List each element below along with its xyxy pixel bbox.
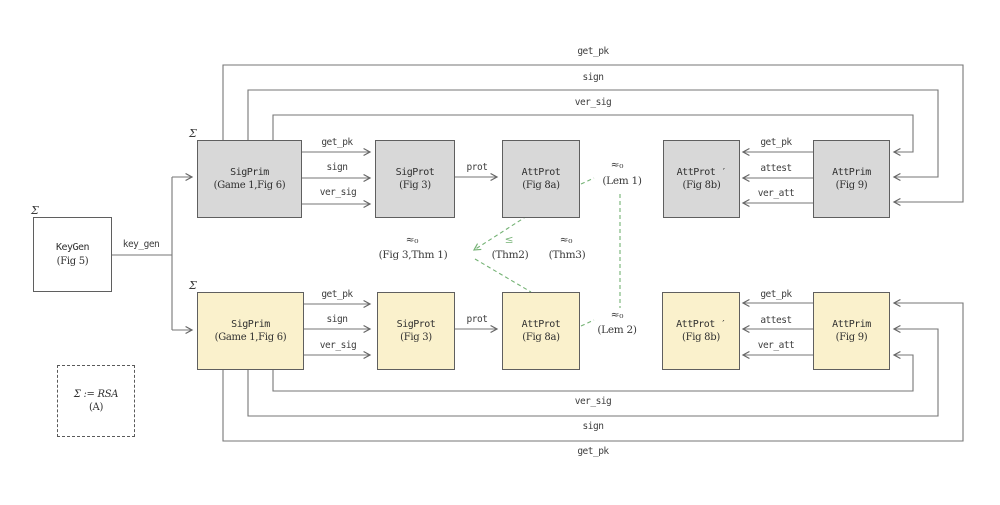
bottom-att-get-pk: get_pk	[760, 289, 792, 300]
box-bottom-attprot-prime: AttProt ′ (Fig 8b)	[662, 292, 740, 370]
box-subtitle: (Fig 8a)	[522, 332, 560, 343]
box-top-attprim: AttPrim (Fig 9)	[813, 140, 890, 218]
thm2-leq-symbol: ≤	[504, 234, 514, 246]
box-title: AttProt ′	[676, 166, 727, 178]
box-top-sigprot: SigProt (Fig 3)	[375, 140, 455, 218]
box-title: AttPrim	[832, 318, 871, 330]
sigma-label-top-sigprim: Σ	[189, 127, 197, 140]
lem2-label: (Lem 2)	[597, 324, 637, 336]
top-prot-label: prot	[466, 162, 488, 173]
box-keygen: KeyGen (Fig 5)	[33, 217, 112, 292]
box-keygen-subtitle: (Fig 5)	[56, 255, 89, 267]
lem1-label: (Lem 1)	[602, 175, 642, 187]
box-title: AttPrim	[832, 166, 871, 178]
thm3-approx-symbol: ≈₀	[559, 234, 573, 246]
box-top-sigprim: SigPrim (Game 1,Fig 6)	[197, 140, 302, 218]
sigma-label-keygen: Σ	[31, 204, 39, 217]
box-top-attprot-prime: AttProt ′ (Fig 8b)	[663, 140, 740, 218]
box-bottom-attprim: AttPrim (Fig 9)	[813, 292, 890, 370]
equivalence-dashed-lines	[472, 177, 621, 327]
rsa-note-line2: (A)	[88, 402, 104, 413]
box-subtitle: (Fig 9)	[835, 180, 868, 191]
box-keygen-title: KeyGen	[55, 242, 90, 253]
top-bus-ver-sig: ver_sig	[574, 97, 612, 108]
box-subtitle: (Game 1,Fig 6)	[213, 180, 286, 191]
box-subtitle: (Fig 8a)	[522, 180, 560, 191]
bottom-bus-ver-sig: ver_sig	[574, 396, 612, 407]
top-call-get-pk: get_pk	[321, 137, 353, 148]
thm1-approx-symbol: ≈₀	[405, 234, 419, 246]
box-bottom-sigprot: SigProt (Fig 3)	[377, 292, 455, 370]
bottom-att-ver-att: ver_att	[757, 340, 795, 351]
bottom-bus-lines	[222, 299, 964, 442]
box-subtitle: (Fig 3)	[399, 180, 431, 191]
bottom-call-sign: sign	[326, 314, 348, 325]
rsa-note-line1: Σ := RSA	[73, 388, 119, 400]
top-bus-sign: sign	[582, 72, 604, 83]
box-title: AttProt	[521, 318, 561, 330]
box-subtitle: (Fig 9)	[835, 332, 868, 343]
box-title: SigPrim	[230, 166, 269, 178]
box-subtitle: (Fig 3)	[400, 332, 432, 343]
box-bottom-attprot: AttProt (Fig 8a)	[502, 292, 580, 370]
box-title: AttProt ′	[676, 318, 726, 330]
top-att-get-pk: get_pk	[760, 137, 792, 148]
box-title: SigProt	[396, 318, 436, 330]
keygen-arrows	[110, 173, 194, 334]
bottom-bus-get-pk: get_pk	[577, 446, 609, 457]
top-call-sign: sign	[326, 162, 348, 173]
sigma-label-bottom-sigprim: Σ	[189, 279, 197, 292]
box-bottom-sigprim: SigPrim (Game 1,Fig 6)	[197, 292, 304, 370]
bottom-bus-sign: sign	[582, 421, 604, 432]
bottom-att-attest: attest	[760, 315, 792, 326]
lem1-approx-symbol: ≈₀	[610, 159, 624, 171]
bottom-call-get-pk: get_pk	[321, 289, 353, 300]
box-top-attprot: AttProt (Fig 8a)	[502, 140, 580, 218]
top-sig-call-arrows	[300, 148, 813, 208]
thm3-label: (Thm3)	[548, 249, 586, 261]
top-att-attest: attest	[760, 163, 792, 174]
thm1-label: (Fig 3,Thm 1)	[378, 249, 448, 261]
top-bus-lines	[222, 64, 964, 206]
bottom-sig-call-arrows	[302, 299, 813, 359]
box-rsa-note: Σ := RSA (A)	[57, 365, 135, 437]
lem2-approx-symbol: ≈₀	[610, 309, 624, 321]
box-title: SigProt	[395, 166, 435, 178]
top-call-ver-sig: ver_sig	[319, 187, 357, 198]
top-bus-get-pk: get_pk	[577, 46, 609, 57]
box-subtitle: (Fig 8b)	[682, 180, 721, 191]
box-subtitle: (Game 1,Fig 6)	[214, 332, 287, 343]
box-subtitle: (Fig 8b)	[682, 332, 720, 343]
thm2-label: (Thm2)	[491, 249, 529, 261]
bottom-prot-label: prot	[466, 314, 488, 325]
box-title: AttProt	[521, 166, 561, 178]
bottom-call-ver-sig: ver_sig	[319, 340, 357, 351]
box-title: SigPrim	[231, 318, 270, 330]
label-key-gen: key_gen	[122, 239, 160, 250]
top-att-ver-att: ver_att	[757, 188, 795, 199]
